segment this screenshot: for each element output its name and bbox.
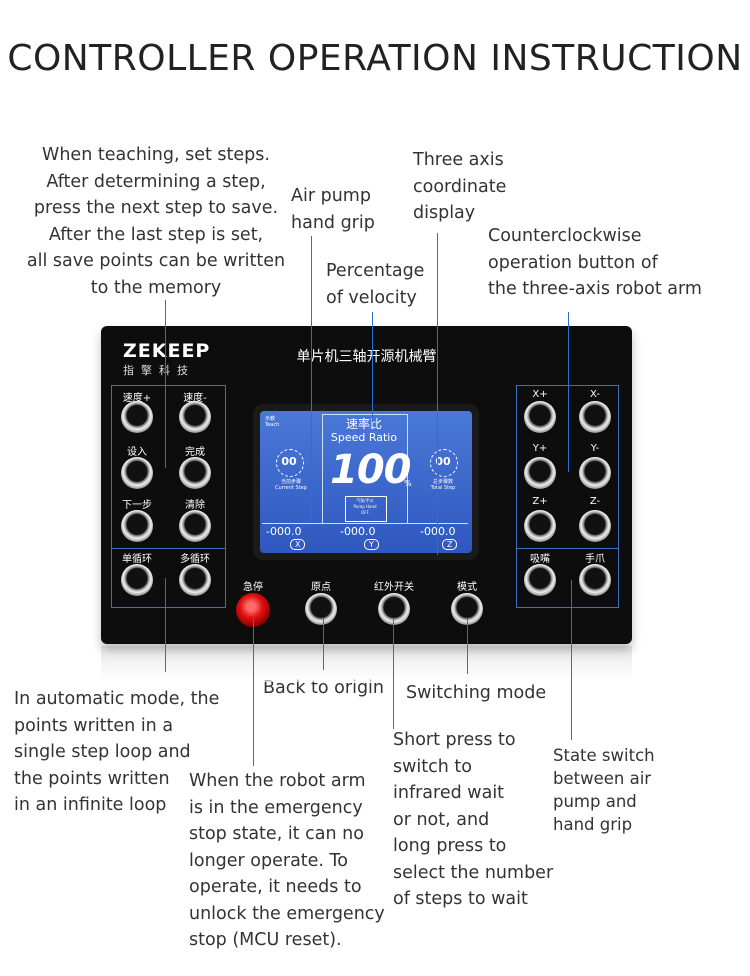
lcd-left-dial (276, 449, 304, 477)
finish-button[interactable] (179, 457, 211, 489)
btn-label-y-minus: Y- (590, 443, 600, 454)
lcd-right-dial (430, 449, 458, 477)
note-state-switch: State switch between air pump and hand g… (553, 746, 655, 834)
single-loop-button[interactable] (121, 564, 153, 596)
btn-label-z-minus: Z- (589, 496, 601, 507)
btn-label-infrared-switch: 红外开关 (374, 582, 414, 593)
btn-label-emergency-stop: 急停 (243, 582, 263, 593)
lcd-coord-bar (262, 523, 468, 552)
btn-label-speed-up: 速度+ (122, 393, 152, 404)
x-plus-button[interactable] (524, 401, 556, 433)
note-short-press: Short press to switch to infrared wait o… (393, 730, 554, 909)
btn-label-suction: 吸嘴 (530, 554, 550, 565)
lcd-coord-x: -000.0 (266, 525, 302, 538)
btn-label-clear: 清除 (185, 500, 205, 511)
clear-button[interactable] (179, 510, 211, 542)
lcd-speed-unit: % (404, 479, 412, 488)
origin-button[interactable] (305, 593, 337, 625)
lcd-left-label: 当前步骤 Current Step (275, 479, 307, 491)
btn-label-z-plus: Z+ (532, 496, 548, 507)
note-auto-mode: In automatic mode, the points written in… (14, 689, 220, 815)
suction-button[interactable] (524, 564, 556, 596)
brand-logo: ZEKEEP (123, 340, 211, 362)
page-title: CONTROLLER OPERATION INSTRUCTION (7, 38, 743, 79)
btn-label-y-plus: Y+ (532, 443, 548, 454)
lcd-pump-box (345, 496, 387, 522)
note-emergency: When the robot arm is in the emergency s… (189, 771, 385, 950)
lcd-coord-y: -000.0 (340, 525, 376, 538)
btn-label-gripper: 手爪 (585, 554, 605, 565)
x-minus-button[interactable] (579, 401, 611, 433)
btn-label-x-minus: X- (590, 389, 600, 400)
note-velocity: Percentage of velocity (326, 261, 425, 308)
leader-counterclockwise (568, 312, 569, 472)
btn-label-origin: 原点 (311, 582, 331, 593)
lcd-left-counter: 00 (281, 455, 297, 468)
speed-up-button[interactable] (121, 401, 153, 433)
leader-short-press (393, 618, 394, 729)
btn-label-finish: 完成 (185, 447, 205, 458)
z-minus-button[interactable] (579, 510, 611, 542)
loop-button-group (111, 548, 226, 608)
lcd-axis-x: X (290, 539, 306, 550)
note-counterclockwise: Counterclockwise operation button of the… (488, 226, 702, 299)
note-back-origin: Back to origin (263, 678, 385, 698)
btn-label-single-loop: 单循环 (122, 554, 152, 565)
lcd-speed-value: 100 (330, 447, 411, 493)
lcd-screen: 示教 Teach 速率比 Speed Ratio 100 % 00 当前步骤 C… (260, 411, 472, 553)
btn-label-mode: 模式 (457, 582, 477, 593)
btn-label-x-plus: X+ (532, 389, 548, 400)
lcd-speed-ratio-en: Speed Ratio (330, 431, 398, 444)
leader-air-pump (311, 236, 312, 522)
lcd-axis-y: Y (364, 539, 379, 550)
btn-label-next-step: 下一步 (122, 500, 152, 511)
btn-label-speed-down: 速度- (183, 393, 207, 404)
leader-switching-mode (467, 618, 468, 674)
lcd-display: 示教 Teach 速率比 Speed Ratio 100 % 00 当前步骤 C… (253, 404, 479, 560)
set-in-button[interactable] (121, 457, 153, 489)
leader-auto-mode (165, 578, 166, 672)
y-plus-button[interactable] (524, 457, 556, 489)
btn-label-multi-loop: 多循环 (180, 554, 210, 565)
multi-loop-button[interactable] (179, 564, 211, 596)
btn-label-set-in: 设入 (127, 447, 147, 458)
lcd-axis-z: Z (442, 539, 458, 550)
next-step-button[interactable] (121, 510, 153, 542)
infrared-switch-button[interactable] (378, 593, 410, 625)
lcd-teach-label: 示教 Teach (265, 416, 280, 428)
leader-three-axis (437, 233, 438, 555)
board-title: 单片机三轴开源机械臂 (296, 349, 437, 365)
leader-set-steps (165, 300, 166, 468)
lcd-speed-ratio-cn: 速率比 (345, 417, 382, 431)
lcd-pump-label: 气泵/手爪 Pump Hand OFF (353, 498, 377, 515)
lcd-right-counter: 00 (435, 455, 451, 468)
z-plus-button[interactable] (524, 510, 556, 542)
lcd-right-label: 总步骤数 Total Step (431, 479, 456, 491)
grip-button-group (516, 548, 619, 608)
leader-state-switch (571, 580, 572, 740)
leader-emergency (253, 618, 254, 766)
panel-reflection (101, 646, 632, 682)
note-switching-mode: Switching mode (406, 683, 547, 703)
y-minus-button[interactable] (579, 457, 611, 489)
note-three-axis: Three axis coordinate display (413, 150, 507, 223)
speed-down-button[interactable] (179, 401, 211, 433)
brand-subtitle: 指擎科技 (123, 364, 195, 377)
note-set-steps: When teaching, set steps. After determin… (26, 145, 286, 298)
leader-back-origin (323, 618, 324, 670)
note-air-pump: Air pump hand grip (291, 186, 375, 233)
gripper-button[interactable] (579, 564, 611, 596)
leader-velocity (372, 312, 373, 422)
controller-panel: ZEKEEP 指擎科技 单片机三轴开源机械臂 速度+ 速度- 设入 完成 下一步… (101, 326, 632, 644)
